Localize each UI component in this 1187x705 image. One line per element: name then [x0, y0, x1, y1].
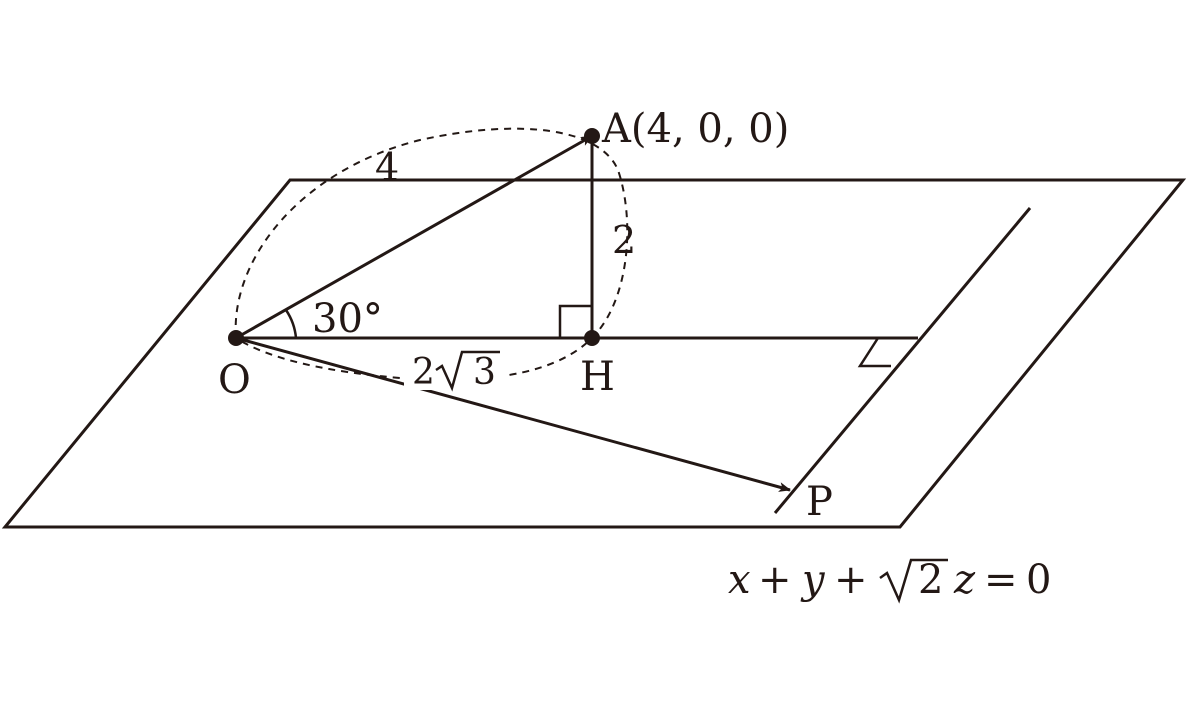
line-through-p [773, 207, 1032, 514]
label-point-h: H [580, 354, 615, 400]
equation-rhs: 0 [1026, 557, 1051, 603]
vector-op [235, 336, 791, 492]
point-h-dot [584, 330, 600, 346]
dashed-circle [234, 127, 629, 381]
label-point-o: O [218, 357, 251, 403]
equation-plus-1: + [758, 557, 792, 603]
label-point-a: A(4, 0, 0) [601, 106, 789, 152]
label-angle: 30° [312, 296, 383, 342]
vector-oa [235, 134, 593, 340]
equation-plus-2: + [834, 557, 868, 603]
label-length-oh: 2 3 [404, 348, 504, 393]
label-length-oa: 4 [375, 145, 399, 189]
right-angle-mark-h [558, 304, 592, 338]
label-length-oh-coef: 2 [412, 352, 435, 393]
equation-x: x [728, 557, 751, 603]
point-o-dot [228, 330, 244, 346]
sqrt-sign-eq [879, 558, 948, 604]
label-length-ah: 2 [612, 218, 636, 262]
label-point-p: P [806, 479, 833, 525]
plane-equation: x + y + 2 z = 0 [728, 557, 1051, 604]
equation-equals: = [984, 557, 1018, 603]
equation-z: z [953, 557, 976, 603]
right-angle-mark-foot [857, 337, 891, 368]
point-a-dot [584, 128, 600, 144]
equation-radicand: 2 [918, 557, 943, 603]
equation-y: y [800, 557, 826, 603]
plane-parallelogram [1, 178, 1187, 529]
sqrt-sign-oh [435, 350, 500, 392]
angle-arc [284, 309, 298, 339]
label-length-oh-radicand: 3 [473, 352, 496, 393]
